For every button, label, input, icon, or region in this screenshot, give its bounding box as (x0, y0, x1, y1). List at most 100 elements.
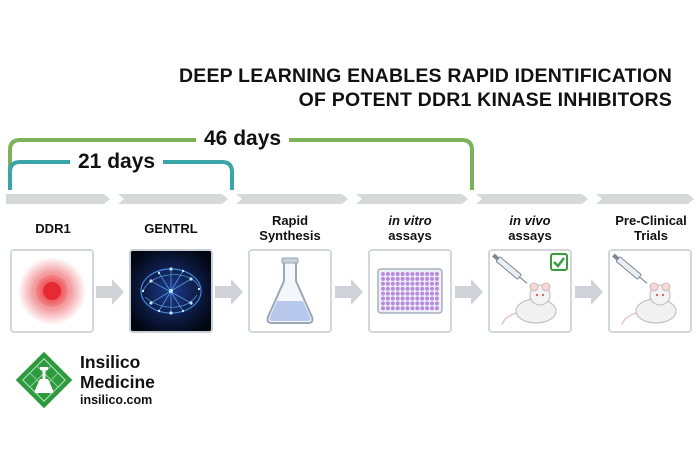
well (425, 296, 430, 301)
well (434, 306, 439, 311)
well (385, 286, 390, 291)
well (425, 301, 430, 306)
page-title: DEEP LEARNING ENABLES RAPID IDENTIFICATI… (179, 64, 672, 112)
inner-bracket-label: 21 days (70, 150, 164, 174)
well (410, 286, 415, 291)
well (420, 291, 425, 296)
well (395, 272, 400, 276)
well (390, 301, 395, 306)
outer-bracket-label: 46 days (196, 127, 290, 151)
well (395, 296, 400, 301)
step-box-rapid-synthesis (248, 249, 332, 333)
timeline-bar (6, 194, 694, 204)
well (390, 306, 395, 311)
well (395, 276, 400, 281)
well (395, 286, 400, 291)
well (405, 281, 410, 286)
well (420, 301, 425, 306)
well (400, 286, 405, 291)
well (425, 276, 430, 281)
well (400, 272, 405, 276)
well (420, 272, 425, 276)
well (390, 281, 395, 286)
well (405, 301, 410, 306)
well-plate-icon (377, 268, 443, 314)
well (381, 286, 385, 291)
well (410, 301, 415, 306)
step-box-gentrl (129, 249, 213, 333)
insilico-logo-icon (15, 351, 73, 409)
target-icon (18, 257, 86, 325)
well (395, 281, 400, 286)
well (425, 272, 430, 276)
well (390, 272, 395, 276)
well (415, 306, 420, 311)
step-label-in-vivo: in vivo assays (508, 213, 552, 243)
well (415, 291, 420, 296)
well (425, 286, 430, 291)
well (400, 276, 405, 281)
well (381, 272, 385, 276)
well (381, 291, 385, 296)
mouse-syringe-icon (492, 253, 557, 326)
title-line-1: DEEP LEARNING ENABLES RAPID IDENTIFICATI… (178, 65, 672, 87)
title-line-2: OF POTENT DDR1 KINASE INHIBITORS (298, 89, 672, 111)
step-box-in-vivo (488, 249, 572, 333)
well (400, 296, 405, 301)
well (381, 306, 385, 311)
well (430, 286, 434, 291)
well (420, 281, 425, 286)
well (425, 306, 430, 311)
well (390, 286, 395, 291)
well (410, 306, 415, 311)
flask-icon (266, 257, 314, 324)
well (425, 281, 430, 286)
well (405, 286, 410, 291)
well (420, 286, 425, 291)
brand-block: Insilico Medicine insilico.com (80, 352, 155, 408)
well (430, 276, 434, 281)
well (385, 296, 390, 301)
step-label-in-vitro: in vitro assays (388, 213, 432, 243)
well (415, 281, 420, 286)
well (390, 291, 395, 296)
checkbox-checked-icon (550, 253, 568, 271)
well (405, 291, 410, 296)
brain-network-icon (131, 251, 211, 331)
step-label-ddr1: DDR1 (35, 221, 71, 236)
well (395, 291, 400, 296)
well (385, 281, 390, 286)
well (400, 281, 405, 286)
arrow-right-icon (96, 279, 124, 305)
step-label-pre-clinical: Pre-Clinical Trials (615, 213, 687, 243)
well (381, 276, 385, 281)
well (385, 291, 390, 296)
well (405, 306, 410, 311)
well (434, 301, 439, 306)
well (430, 296, 434, 301)
well (420, 276, 425, 281)
well (410, 272, 415, 276)
well (410, 291, 415, 296)
step-box-ddr1 (10, 249, 94, 333)
well (434, 272, 439, 276)
arrow-right-icon (455, 279, 483, 305)
well (385, 272, 390, 276)
well (415, 276, 420, 281)
arrow-right-icon (215, 279, 243, 305)
brand-name-line-2: Medicine (80, 372, 155, 392)
well (415, 272, 420, 276)
well (385, 306, 390, 311)
well (381, 296, 385, 301)
well (400, 306, 405, 311)
brand-name-line-1: Insilico (80, 352, 141, 372)
well (405, 296, 410, 301)
step-box-pre-clinical (608, 249, 692, 333)
mouse-syringe-icon (612, 253, 677, 326)
step-label-rapid-synthesis: Rapid Synthesis (259, 213, 321, 243)
well (430, 301, 434, 306)
well (430, 306, 434, 311)
well (405, 272, 410, 276)
well (400, 301, 405, 306)
well (381, 281, 385, 286)
